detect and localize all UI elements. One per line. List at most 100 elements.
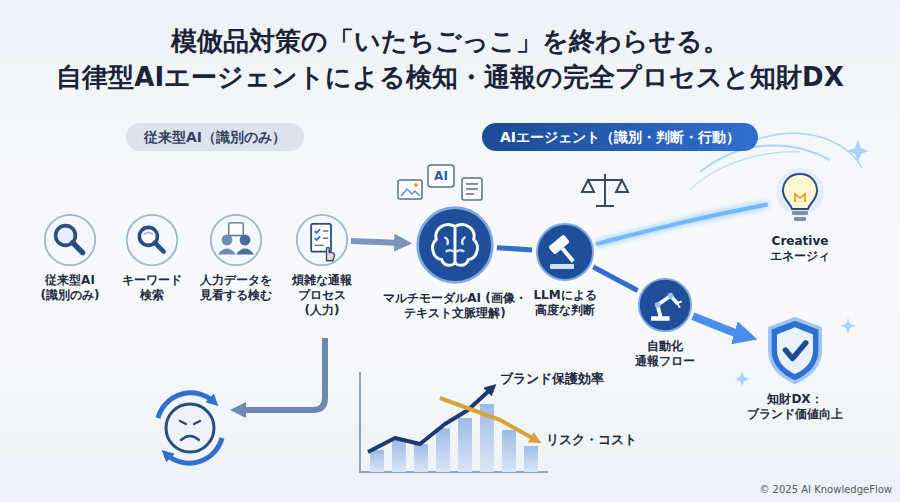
brain-icon-part <box>418 208 493 283</box>
trend-chart-part <box>392 440 406 472</box>
loop-face-part <box>181 436 199 440</box>
process-step: 自動化 通報フロー <box>628 277 702 369</box>
people-icon-part <box>240 235 251 246</box>
bulb-icon-part <box>776 168 824 216</box>
loop-face-part <box>238 338 325 410</box>
scales-icon <box>582 174 628 206</box>
people-icon-part <box>211 215 261 265</box>
process-step: Creative エネージィ <box>758 168 842 264</box>
flow-connector <box>351 241 396 243</box>
diagram-title: 模倣品対策の「いたちごっこ」を終わらせる。 自律型AIエージェントによる検知・通… <box>5 24 895 96</box>
process-step: マルチモーダルAI (画像・テキスト文脈理解) <box>380 205 530 321</box>
process-step: 知財DX： ブランド価値向上 <box>735 314 855 422</box>
mag2-icon-part <box>144 232 153 234</box>
band-label: AIエージェント（識別・判断・行動） <box>500 128 740 146</box>
people-icon-part <box>236 249 254 255</box>
step-label: 人力データを 見看する検む <box>192 273 280 303</box>
trend-chart-part <box>436 428 450 472</box>
scales-icon-part <box>582 180 628 192</box>
sparkles-part <box>840 318 856 334</box>
section-band: 従来型AI（識別のみ） <box>126 123 304 151</box>
shield-icon <box>759 314 831 386</box>
input-icons-part <box>398 180 422 199</box>
process-step: キーワード 検索 <box>116 213 188 303</box>
loop-face-part <box>166 404 214 452</box>
trend-chart-part <box>414 444 428 472</box>
step-label: キーワード 検索 <box>116 273 188 303</box>
shield-icon-part <box>770 319 820 383</box>
shield-icon-part <box>777 327 813 374</box>
mag-icon-part <box>73 243 83 253</box>
brain-icon-part <box>433 225 478 266</box>
doc-icon-part <box>315 231 329 245</box>
robot-icon-part <box>655 302 661 308</box>
icon-label: AI <box>434 169 448 183</box>
process-step: 人力データを 見看する検む <box>192 213 280 303</box>
gavel-icon <box>535 222 595 282</box>
mag-icon-part <box>45 215 95 265</box>
doc-icon-part <box>315 229 320 240</box>
shield-icon-part <box>785 343 805 359</box>
flow-connector <box>693 316 737 333</box>
mag2-icon-part <box>155 243 164 252</box>
sparkles-part <box>847 140 869 162</box>
trend-chart-part <box>440 398 536 440</box>
trend-chart-part <box>360 372 548 472</box>
robot-icon-part <box>658 296 678 317</box>
input-icons-part <box>462 178 482 200</box>
doc-icon-part <box>327 247 335 260</box>
bulb-icon <box>770 168 830 228</box>
bulb-icon-part <box>795 194 805 202</box>
process-step: 従来型AI (識別のみ) <box>28 213 112 303</box>
doc-icon-part <box>297 215 347 265</box>
people-icon <box>209 213 263 267</box>
scales-icon-part <box>588 179 622 181</box>
mag2-icon-part <box>127 215 177 265</box>
step-label: マルチモーダルAI (画像・テキスト文脈理解) <box>380 291 530 321</box>
people-icon-part <box>222 235 233 246</box>
trend-chart-part <box>502 430 516 472</box>
step-label: LLMによる 高度な判断 <box>523 288 607 318</box>
flow-connector <box>593 267 637 290</box>
bulb-icon-part <box>794 217 806 221</box>
step-label: 知財DX： ブランド価値向上 <box>735 392 855 422</box>
scales-icon-part <box>596 205 614 207</box>
gavel-icon-part <box>550 264 574 269</box>
step-label: 従来型AI (識別のみ) <box>28 273 112 303</box>
process-step: LLMによる 高度な判断 <box>523 222 607 318</box>
robot-icon-part <box>677 301 682 308</box>
robot-icon <box>637 277 693 333</box>
input-icons <box>398 165 482 200</box>
bulb-icon-part <box>783 174 817 209</box>
copyright-note: © 2025 AI KnowledgeFlow <box>759 484 892 495</box>
band-label: 従来型AI（識別のみ） <box>144 128 286 146</box>
trend-chart-part <box>458 418 472 472</box>
bulb-icon-part <box>792 211 808 215</box>
gavel-icon-part-part <box>561 247 575 263</box>
flow-connector <box>497 248 532 250</box>
trend-chart <box>360 372 548 472</box>
input-icons-part <box>466 184 478 194</box>
doc-icon <box>295 213 349 267</box>
input-icons-part <box>414 183 418 187</box>
mag-icon <box>43 213 97 267</box>
trend-chart-part <box>370 450 384 472</box>
brain-icon-part <box>444 237 465 252</box>
input-icons-part <box>428 165 454 187</box>
robot-icon-part <box>639 279 691 331</box>
step-label: 煩雑な通報 プロセス (人力) <box>280 273 364 318</box>
flow-connector <box>596 204 768 244</box>
sparkles-part <box>735 372 749 386</box>
sparkles <box>735 140 869 386</box>
people-icon-part <box>229 223 243 236</box>
section-band: AIエージェント（識別・判断・行動） <box>482 123 758 151</box>
brain-icon <box>415 205 495 285</box>
step-label: 自動化 通報フロー <box>628 339 702 369</box>
gavel-icon-part <box>537 224 593 280</box>
gavel-icon-part <box>548 234 581 268</box>
process-step: 煩雑な通報 プロセス (人力) <box>280 213 364 318</box>
scales-icon-part <box>604 174 606 206</box>
trend-chart-part <box>524 446 538 472</box>
mag2-icon <box>125 213 179 267</box>
chart-label: リスク・コスト <box>546 431 637 449</box>
